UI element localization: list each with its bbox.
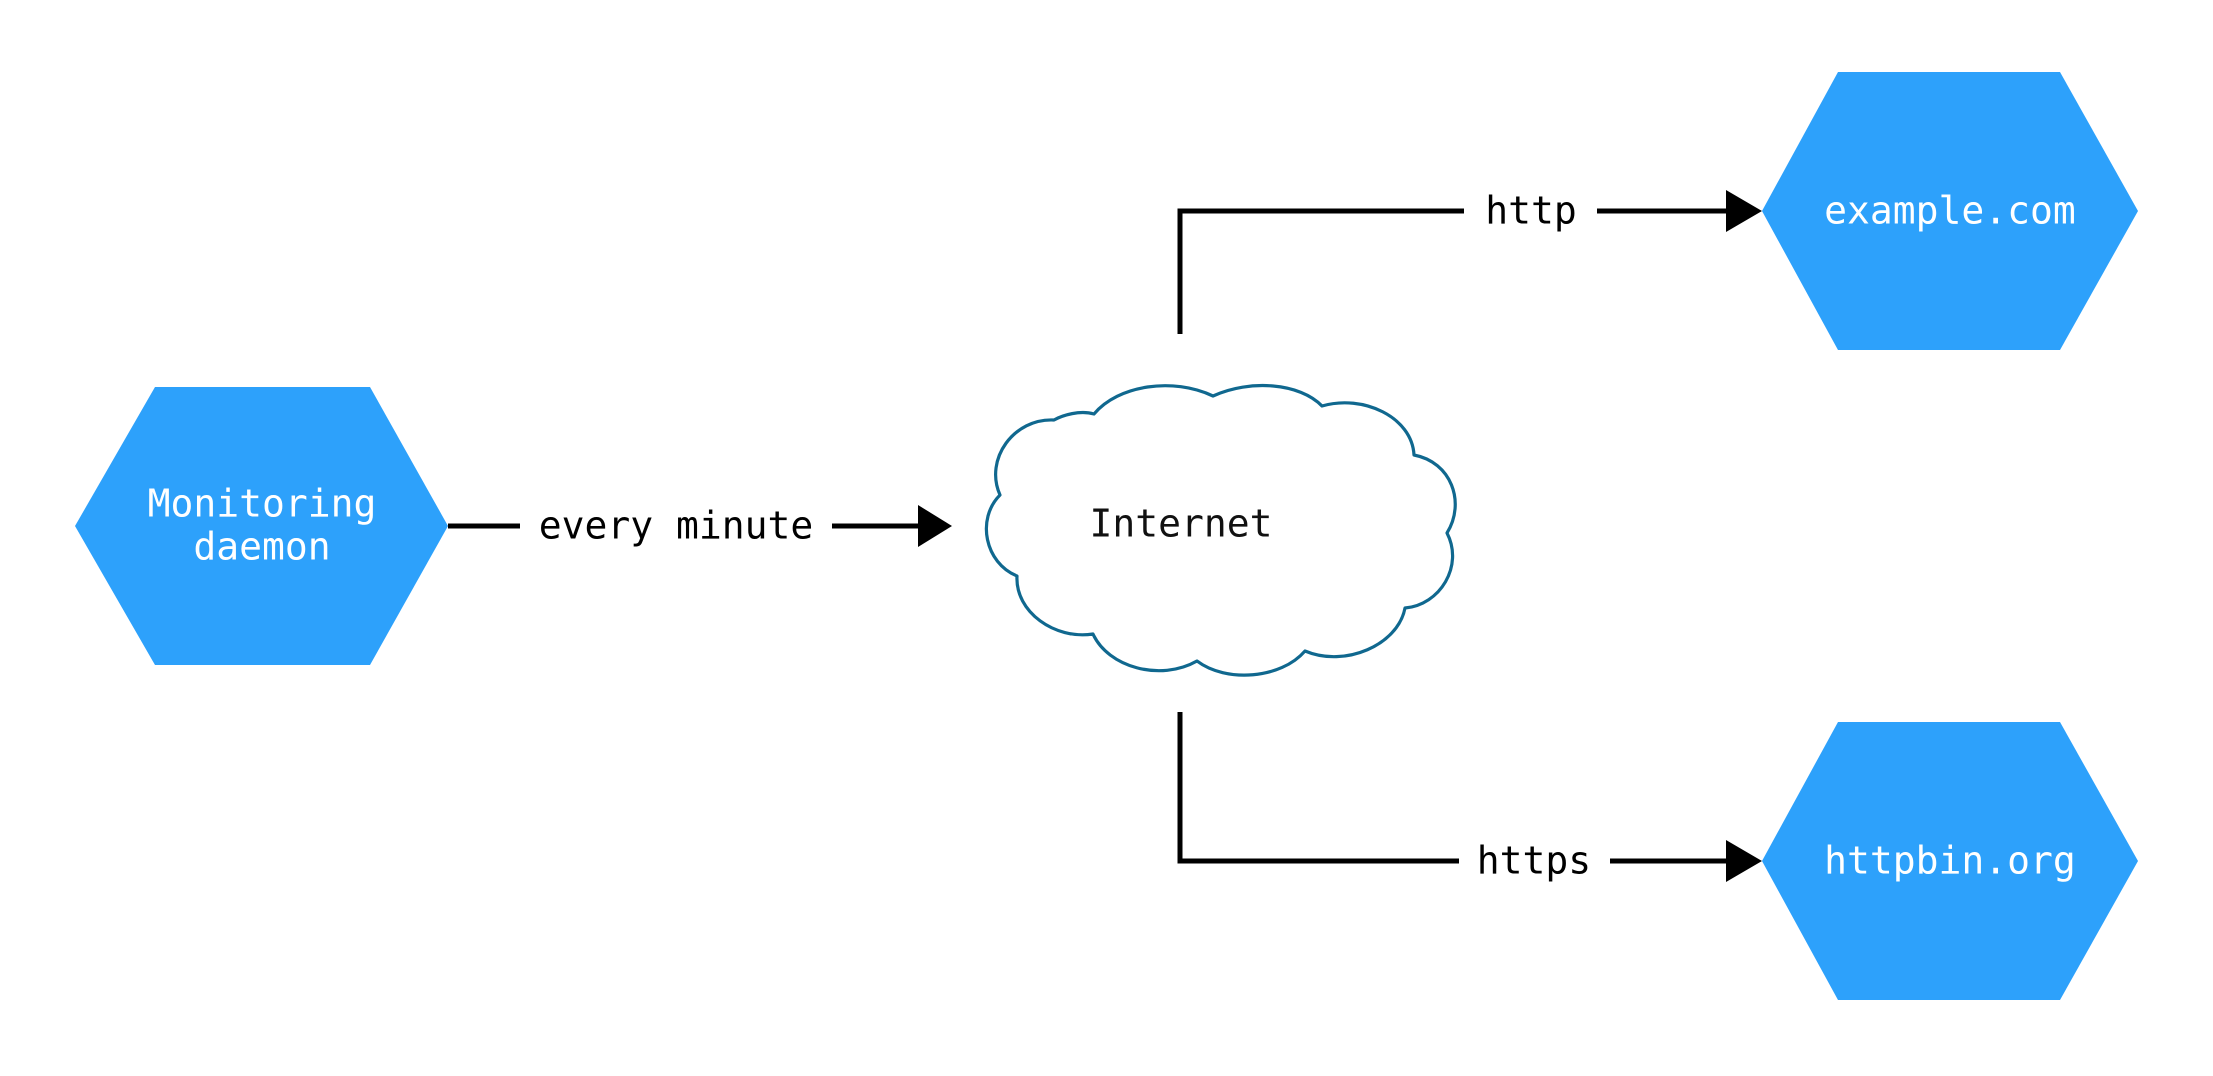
node-example-com[interactable]: example.com (1762, 72, 2138, 350)
hexagon-shape (1762, 722, 2138, 1000)
hexagon-shape (75, 387, 448, 665)
node-monitoring-daemon[interactable]: Monitoring daemon (75, 387, 448, 665)
edge-daemon-to-internet[interactable]: every minute (448, 504, 952, 548)
node-httpbin-org[interactable]: httpbin.org (1762, 722, 2138, 1000)
edge-line-segment (1177, 712, 1459, 864)
edge-line-segment (1177, 208, 1464, 334)
edge-label-http: http (1485, 189, 1577, 233)
node-internet[interactable]: Internet (984, 383, 1457, 677)
node-label-monitoring-daemon-line2: daemon (193, 525, 330, 569)
node-label-example-com: example.com (1824, 189, 2076, 233)
edge-label-https: https (1477, 839, 1591, 883)
arrowhead-icon (1726, 840, 1762, 882)
node-label-monitoring-daemon-line1: Monitoring (148, 482, 377, 526)
arrowhead-icon (918, 505, 952, 547)
arrowhead-icon (1726, 190, 1762, 232)
edge-internet-to-httpbin[interactable]: https (1177, 712, 1762, 883)
edge-label-every-minute: every minute (539, 504, 814, 548)
node-label-httpbin-org: httpbin.org (1824, 839, 2076, 883)
cloud-shape (984, 383, 1457, 677)
hexagon-shape (1762, 72, 2138, 350)
edge-internet-to-example[interactable]: http (1177, 189, 1762, 335)
node-label-internet: Internet (1089, 502, 1272, 546)
